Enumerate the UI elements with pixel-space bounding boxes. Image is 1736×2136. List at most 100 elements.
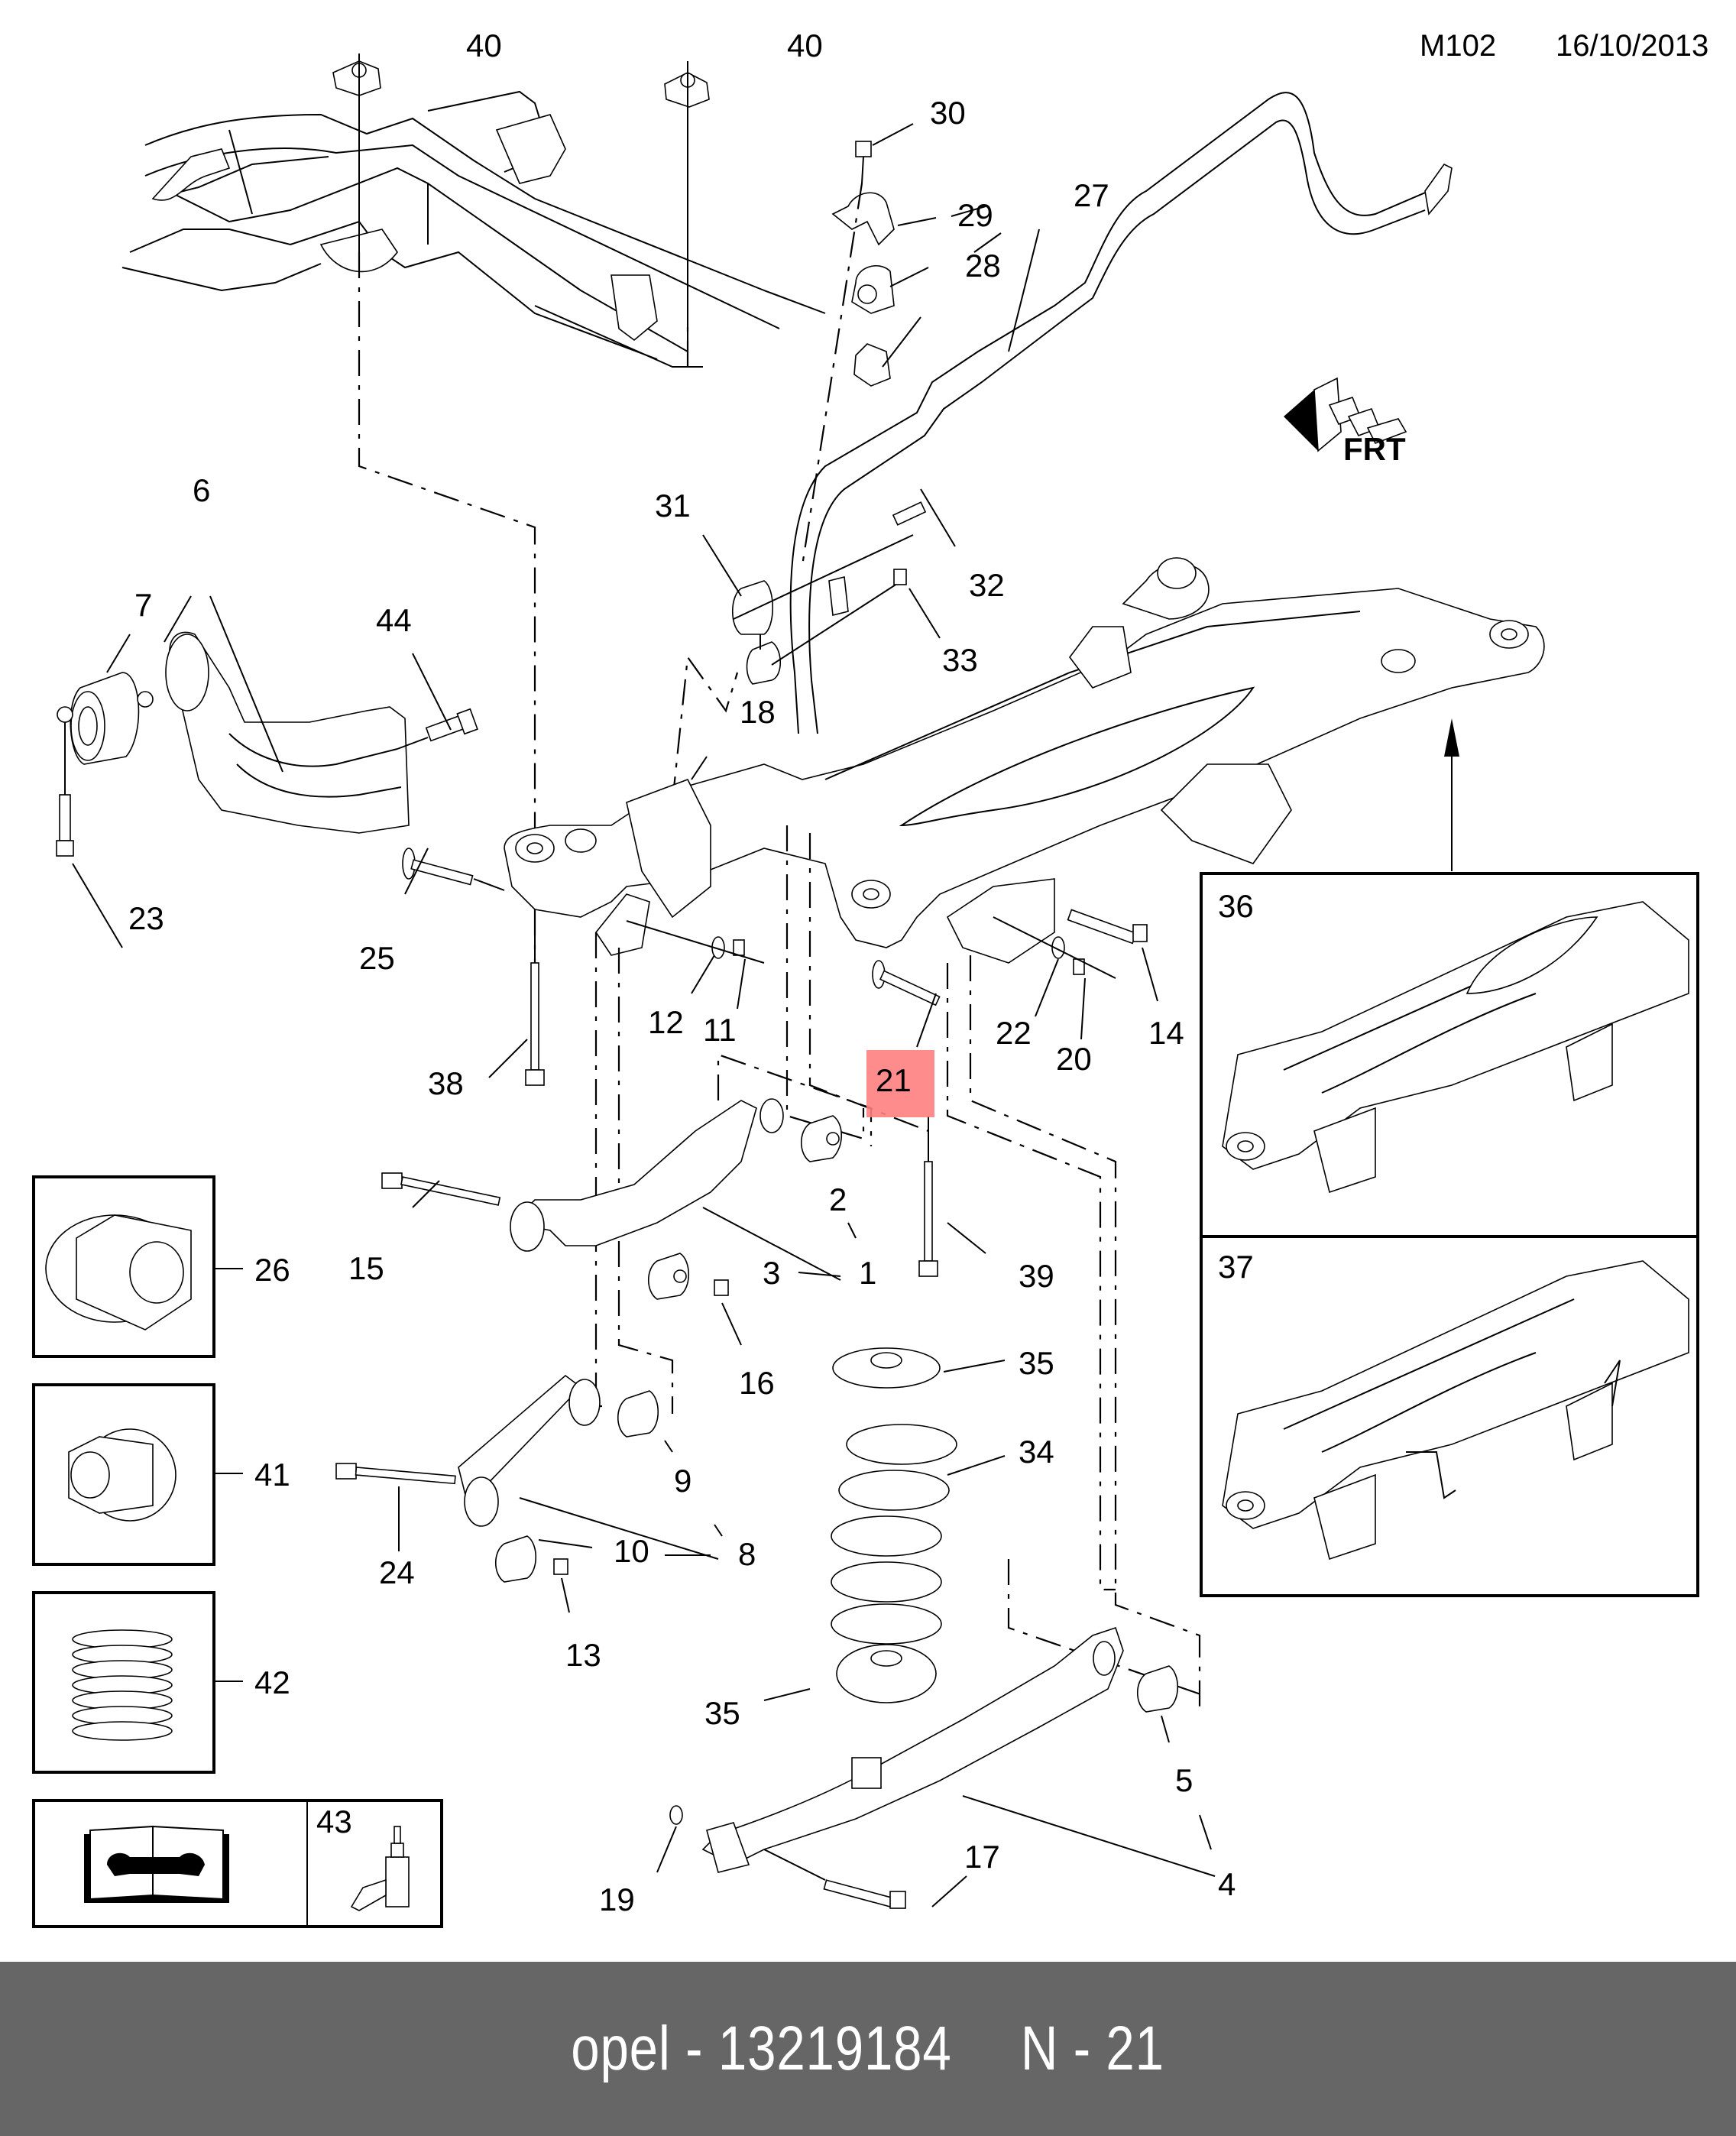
callout-40-right[interactable]: 40 bbox=[787, 28, 823, 63]
callout-2[interactable]: 2 bbox=[829, 1181, 847, 1217]
bolt-24 bbox=[335, 1463, 456, 1485]
inset-37-label: 37 bbox=[1218, 1249, 1254, 1285]
callout-25[interactable]: 25 bbox=[359, 940, 395, 976]
exploded-parts-diagram: FRT bbox=[32, 28, 1699, 1928]
callout-31[interactable]: 31 bbox=[655, 488, 691, 523]
bolt-15 bbox=[381, 1172, 501, 1206]
callout-40-left[interactable]: 40 bbox=[466, 28, 502, 63]
bushing-28 bbox=[851, 264, 895, 314]
inset-panel-36 bbox=[1200, 872, 1699, 1238]
bush-10 bbox=[495, 1535, 536, 1583]
bush-7 bbox=[57, 672, 154, 765]
callout-39[interactable]: 39 bbox=[1019, 1258, 1054, 1294]
washer-22 bbox=[1051, 936, 1065, 959]
washer-19 bbox=[669, 1805, 683, 1825]
footer-brand: opel bbox=[571, 2014, 672, 2083]
bolt-30 bbox=[855, 141, 872, 184]
threadlocker-bottle-icon bbox=[350, 1826, 410, 1911]
legend-26-label: 26 bbox=[254, 1252, 290, 1288]
bolt-38 bbox=[525, 909, 545, 1086]
highlighted-callout-box bbox=[866, 1050, 934, 1117]
bush-9 bbox=[617, 1390, 659, 1438]
callout-10[interactable]: 10 bbox=[614, 1533, 649, 1569]
bush-2 bbox=[801, 1115, 842, 1162]
bushing-half-28 bbox=[853, 343, 891, 387]
front-direction-indicator: FRT bbox=[1284, 377, 1407, 467]
callout-19[interactable]: 19 bbox=[599, 1882, 635, 1917]
callout-12[interactable]: 12 bbox=[648, 1004, 684, 1040]
callout-13[interactable]: 13 bbox=[565, 1637, 601, 1673]
callout-20[interactable]: 20 bbox=[1056, 1041, 1092, 1077]
frt-label: FRT bbox=[1343, 431, 1406, 467]
callout-34[interactable]: 34 bbox=[1019, 1434, 1054, 1470]
callout-33[interactable]: 33 bbox=[942, 642, 978, 678]
callout-22[interactable]: 22 bbox=[996, 1015, 1032, 1051]
bolt-17 bbox=[823, 1879, 906, 1909]
callout-28[interactable]: 28 bbox=[965, 248, 1001, 284]
callout-15[interactable]: 15 bbox=[348, 1250, 384, 1286]
footer-text: opel - 13219184 N - 21 bbox=[572, 2013, 1165, 2085]
bolt-14 bbox=[1067, 909, 1148, 945]
footer-position: N - 21 bbox=[1021, 2014, 1165, 2083]
clamp-29 bbox=[831, 192, 895, 246]
callout-35-upper[interactable]: 35 bbox=[1019, 1345, 1054, 1381]
callout-8[interactable]: 8 bbox=[738, 1536, 756, 1572]
nut-16 bbox=[714, 1279, 729, 1296]
legend-box-26 bbox=[32, 1175, 215, 1358]
callout-38[interactable]: 38 bbox=[428, 1065, 464, 1101]
tools-box: 43 bbox=[32, 1799, 443, 1928]
vehicle-body-frame bbox=[121, 90, 826, 368]
diagram-date: 16/10/2013 bbox=[1556, 29, 1709, 63]
bolt-25 bbox=[402, 848, 505, 891]
repair-manual-wrench-icon bbox=[84, 1825, 229, 1903]
callout-29[interactable]: 29 bbox=[957, 197, 993, 233]
legend-box-42 bbox=[32, 1591, 215, 1774]
bush-5 bbox=[1137, 1665, 1178, 1713]
trailing-arm-bracket bbox=[165, 631, 410, 834]
threaded-insert-icon bbox=[72, 1629, 173, 1741]
stabilizer-bar bbox=[789, 92, 1453, 734]
callout-3[interactable]: 3 bbox=[763, 1255, 780, 1291]
part-info-footer: opel - 13219184 N - 21 bbox=[0, 1962, 1736, 2136]
stabilizer-link bbox=[732, 501, 927, 685]
callout-35-lower[interactable]: 35 bbox=[704, 1695, 740, 1731]
callout-30[interactable]: 30 bbox=[930, 95, 966, 131]
nut-13 bbox=[553, 1558, 568, 1575]
callout-4[interactable]: 4 bbox=[1218, 1866, 1236, 1902]
callout-17[interactable]: 17 bbox=[964, 1839, 1000, 1875]
callout-32[interactable]: 32 bbox=[969, 567, 1005, 603]
callout-16[interactable]: 16 bbox=[739, 1365, 775, 1401]
coil-spring bbox=[831, 1424, 957, 1645]
callout-24[interactable]: 24 bbox=[379, 1554, 415, 1590]
bolt-23 bbox=[56, 722, 74, 857]
footer-part-number: 13219184 bbox=[718, 2014, 953, 2083]
callout-7[interactable]: 7 bbox=[134, 587, 152, 623]
bolt-44 bbox=[397, 708, 478, 750]
clip-nut-40-left bbox=[332, 60, 381, 96]
legend-42-label: 42 bbox=[254, 1664, 290, 1700]
callout-14[interactable]: 14 bbox=[1148, 1015, 1184, 1051]
spring-seat-lower bbox=[836, 1644, 937, 1703]
callout-5[interactable]: 5 bbox=[1175, 1762, 1193, 1798]
upper-control-arm bbox=[510, 1098, 784, 1252]
callout-21[interactable]: 21 bbox=[876, 1062, 912, 1098]
bush-3 bbox=[648, 1253, 689, 1300]
rear-trailing-arm bbox=[701, 1626, 1124, 1873]
tools-43-label: 43 bbox=[316, 1804, 352, 1839]
inset-36-label: 36 bbox=[1218, 888, 1254, 924]
callout-18[interactable]: 18 bbox=[740, 694, 776, 730]
spring-seat-upper bbox=[832, 1347, 941, 1389]
callout-6[interactable]: 6 bbox=[193, 472, 210, 508]
rear-axle-crossmember bbox=[504, 557, 1545, 964]
callout-9[interactable]: 9 bbox=[674, 1463, 691, 1499]
callout-23[interactable]: 23 bbox=[128, 900, 164, 936]
callout-1[interactable]: 1 bbox=[859, 1255, 876, 1291]
bolt-39 bbox=[918, 1146, 938, 1277]
callout-27[interactable]: 27 bbox=[1074, 177, 1109, 213]
footer-dash: - bbox=[685, 2014, 704, 2083]
callout-11[interactable]: 11 bbox=[703, 1012, 737, 1048]
nut-11 bbox=[733, 939, 745, 956]
callout-44[interactable]: 44 bbox=[376, 602, 412, 638]
callout-labels: 40 40 30 29 27 28 6 7 44 23 31 32 33 18 … bbox=[128, 28, 1236, 1917]
inset-panel-37 bbox=[1200, 1235, 1699, 1597]
